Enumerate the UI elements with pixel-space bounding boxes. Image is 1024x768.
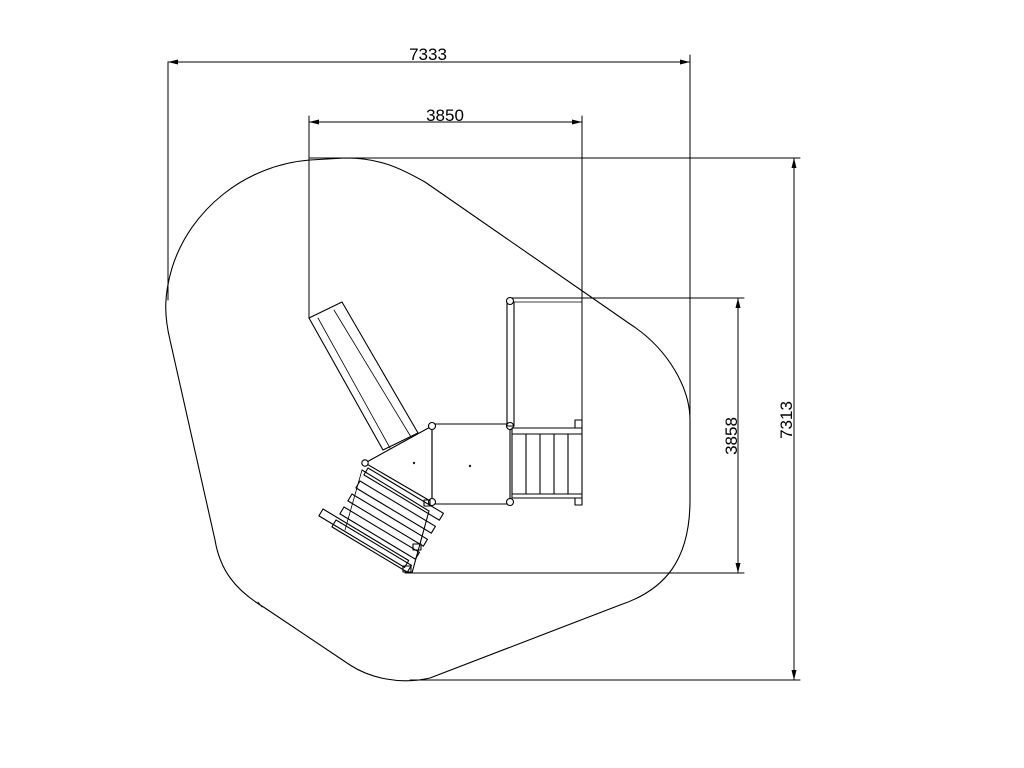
outline-tick (257, 601, 263, 608)
tower-panel (505, 296, 583, 427)
dimension-structure-depth: 3858 (404, 297, 745, 574)
dimension-overall-depth: 7313 (309, 157, 801, 681)
central-deck (427, 421, 515, 507)
overall-width-label: 7333 (409, 45, 447, 64)
overall-depth-label: 7313 (777, 401, 796, 439)
structure-depth-label: 3858 (722, 417, 741, 455)
structure-width-label: 3850 (426, 106, 464, 125)
slide (308, 301, 419, 451)
triangle-platform (361, 425, 433, 503)
dimension-structure-width: 3850 (308, 106, 583, 429)
safety-zone-outline (165, 157, 691, 682)
climbing-ramp (318, 467, 444, 574)
stairs (511, 419, 583, 506)
dimension-overall-width: 7333 (167, 45, 691, 421)
